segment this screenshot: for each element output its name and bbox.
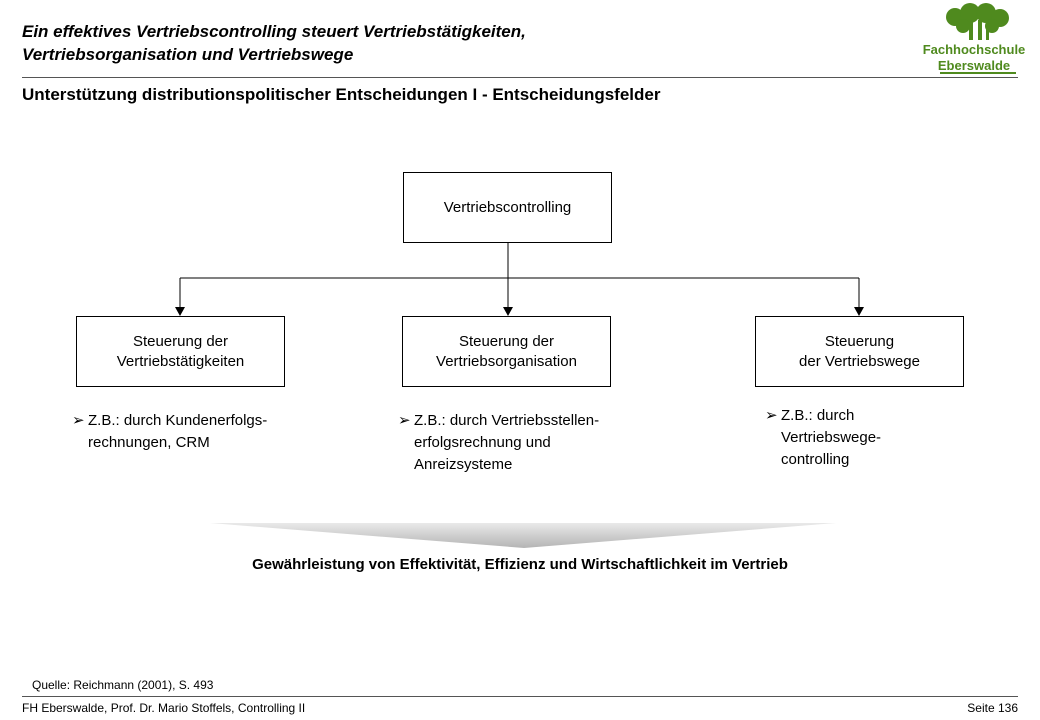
box-vertriebsorganisation: Steuerung der Vertriebsorganisation [402, 316, 611, 387]
logo-text-line1: Fachhochschule [922, 42, 1026, 57]
slide-title: Ein effektives Vertriebscontrolling steu… [22, 20, 902, 66]
logo-text: Fachhochschule Eberswalde [920, 42, 1028, 74]
bullet-vertriebsorganisation: ➢ Z.B.: durch Vertriebsstellen- erfolgsr… [398, 410, 688, 476]
bullet-line: Z.B.: durch Vertriebsstellen- [414, 412, 600, 429]
bullet-line: controlling [781, 451, 850, 468]
arrowhead-right [854, 307, 864, 316]
arrow-bullet-icon: ➢ [398, 412, 411, 429]
fh-eberswalde-logo [940, 3, 1016, 74]
bullet-line: rechnungen, CRM [88, 434, 210, 451]
slide-title-line2: Vertriebsorganisation und Vertriebswege [22, 45, 354, 64]
logo-text-line2: Eberswalde [937, 58, 1011, 73]
bullet-line: Anreizsysteme [414, 456, 513, 473]
slide-subtitle: Unterstützung distributionspolitischer E… [22, 85, 661, 104]
box-label-line2: Vertriebstätigkeiten [116, 352, 245, 370]
footer-divider [22, 696, 1018, 697]
root-box-label: Vertriebscontrolling [443, 198, 572, 216]
page-number: Seite 136 [967, 701, 1018, 715]
bullet-line: Z.B.: durch Kundenerfolgs- [88, 412, 268, 429]
box-label-line1: Steuerung der [132, 332, 229, 350]
box-label-line1: Steuerung [824, 332, 895, 350]
arrow-bullet-icon: ➢ [765, 407, 778, 424]
source-citation: Quelle: Reichmann (2001), S. 493 [32, 678, 214, 692]
conclusion-arrow-band [210, 523, 836, 548]
bullet-line: Z.B.: durch [781, 407, 855, 424]
bullet-line: erfolgsrechnung und [414, 434, 551, 451]
box-vertriebstaetigkeiten: Steuerung der Vertriebstätigkeiten [76, 316, 285, 387]
bullet-vertriebstaetigkeiten: ➢ Z.B.: durch Kundenerfolgs- rechnungen,… [72, 410, 352, 454]
footer-author: FH Eberswalde, Prof. Dr. Mario Stoffels,… [22, 701, 306, 715]
arrowhead-middle [503, 307, 513, 316]
box-vertriebswege: Steuerung der Vertriebswege [755, 316, 964, 387]
conclusion-text: Gewährleistung von Effektivität, Effizie… [252, 556, 788, 573]
header-divider [22, 77, 1018, 78]
bullet-line: Vertriebswege- [781, 429, 882, 446]
bullet-vertriebswege: ➢ Z.B.: durch Vertriebswege- controlling [765, 405, 995, 471]
box-label-line1: Steuerung der [458, 332, 555, 350]
slide-title-line1: Ein effektives Vertriebscontrolling steu… [22, 22, 526, 41]
box-label-line2: Vertriebsorganisation [436, 352, 577, 370]
root-box-vertriebscontrolling: Vertriebscontrolling [403, 172, 612, 243]
box-label-line2: der Vertriebswege [799, 352, 920, 370]
arrowhead-left [175, 307, 185, 316]
arrow-bullet-icon: ➢ [72, 412, 85, 429]
